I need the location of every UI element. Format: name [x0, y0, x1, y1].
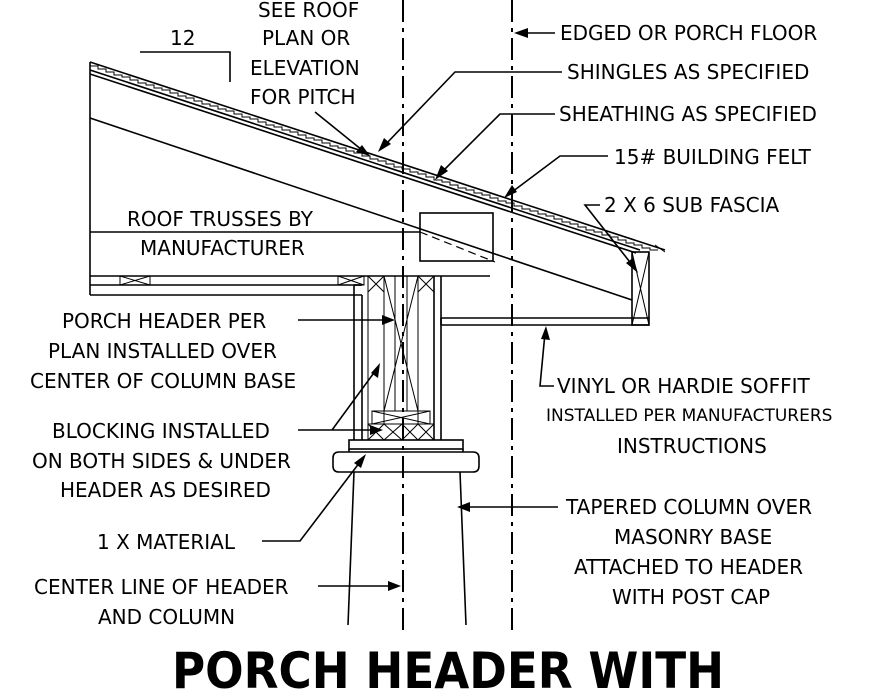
detail-title: PORCH HEADER WITH — [172, 642, 724, 692]
leader-sheathing — [435, 113, 555, 180]
label-centerline-2: AND COLUMN — [98, 605, 235, 629]
leader-one-x-material — [262, 454, 366, 542]
label-sub-fascia: 2 X 6 SUB FASCIA — [604, 193, 780, 217]
label-tapered-2: MASONRY BASE — [614, 525, 772, 549]
drip-edge — [654, 244, 666, 253]
label-soffit-1: VINYL OR HARDIE SOFFIT — [557, 374, 811, 398]
tapered-column — [347, 471, 467, 626]
label-one-x-material: 1 X MATERIAL — [97, 530, 236, 554]
leader-felt — [504, 155, 608, 198]
pitch-number: 12 — [170, 26, 195, 50]
roof-truss — [89, 62, 633, 301]
label-sheathing: SHEATHING AS SPECIFIED — [559, 102, 817, 126]
label-soffit-3: INSTRUCTIONS — [617, 434, 767, 458]
leader-soffit — [539, 326, 554, 387]
label-centerline-1: CENTER LINE OF HEADER — [34, 575, 289, 599]
label-see-roof-3: ELEVATION — [250, 56, 360, 80]
label-tapered-4: WITH POST CAP — [612, 585, 770, 609]
leader-shingles — [378, 71, 562, 152]
label-blocking-1: BLOCKING INSTALLED — [52, 419, 270, 443]
label-porch-header-1: PORCH HEADER PER — [62, 309, 266, 333]
label-blocking-3: HEADER AS DESIRED — [60, 478, 271, 502]
label-see-roof-1: SEE ROOF — [258, 0, 359, 22]
post-cap — [332, 439, 480, 473]
label-trusses-2: MANUFACTURER — [140, 236, 305, 260]
leader-sub-fascia — [583, 204, 638, 273]
leader-tapered-column — [457, 502, 558, 512]
label-see-roof-4: FOR PITCH — [250, 85, 356, 109]
label-tapered-1: TAPERED COLUMN OVER — [565, 495, 812, 519]
truss-top-chord — [89, 73, 637, 254]
leader-blocking — [298, 363, 383, 435]
label-trusses-1: ROOF TRUSSES BY — [127, 207, 314, 231]
porch-header — [353, 275, 442, 441]
label-porch-header-2: PLAN INSTALLED OVER — [48, 339, 277, 363]
label-soffit-2: INSTALLED PER MANUFACTURERS — [546, 406, 832, 426]
pitch-indicator — [140, 51, 231, 82]
leader-porch-header — [298, 315, 395, 325]
label-felt: 15# BUILDING FELT — [614, 145, 812, 169]
label-see-roof-2: PLAN OR — [262, 26, 350, 50]
leader-edged-floor — [514, 28, 555, 38]
label-blocking-2: ON BOTH SIDES & UNDER — [32, 449, 291, 473]
label-porch-header-3: CENTER OF COLUMN BASE — [30, 369, 296, 393]
soffit — [440, 317, 649, 326]
truss-connector-box — [419, 212, 494, 262]
label-shingles: SHINGLES AS SPECIFIED — [567, 60, 809, 84]
leader-centerline — [318, 581, 401, 591]
roof-shingles — [89, 61, 666, 251]
label-tapered-3: ATTACHED TO HEADER — [574, 555, 803, 579]
label-edged-floor: EDGED OR PORCH FLOOR — [560, 21, 817, 45]
leader-see-roof — [314, 111, 370, 156]
roof-sheathing — [89, 69, 641, 251]
